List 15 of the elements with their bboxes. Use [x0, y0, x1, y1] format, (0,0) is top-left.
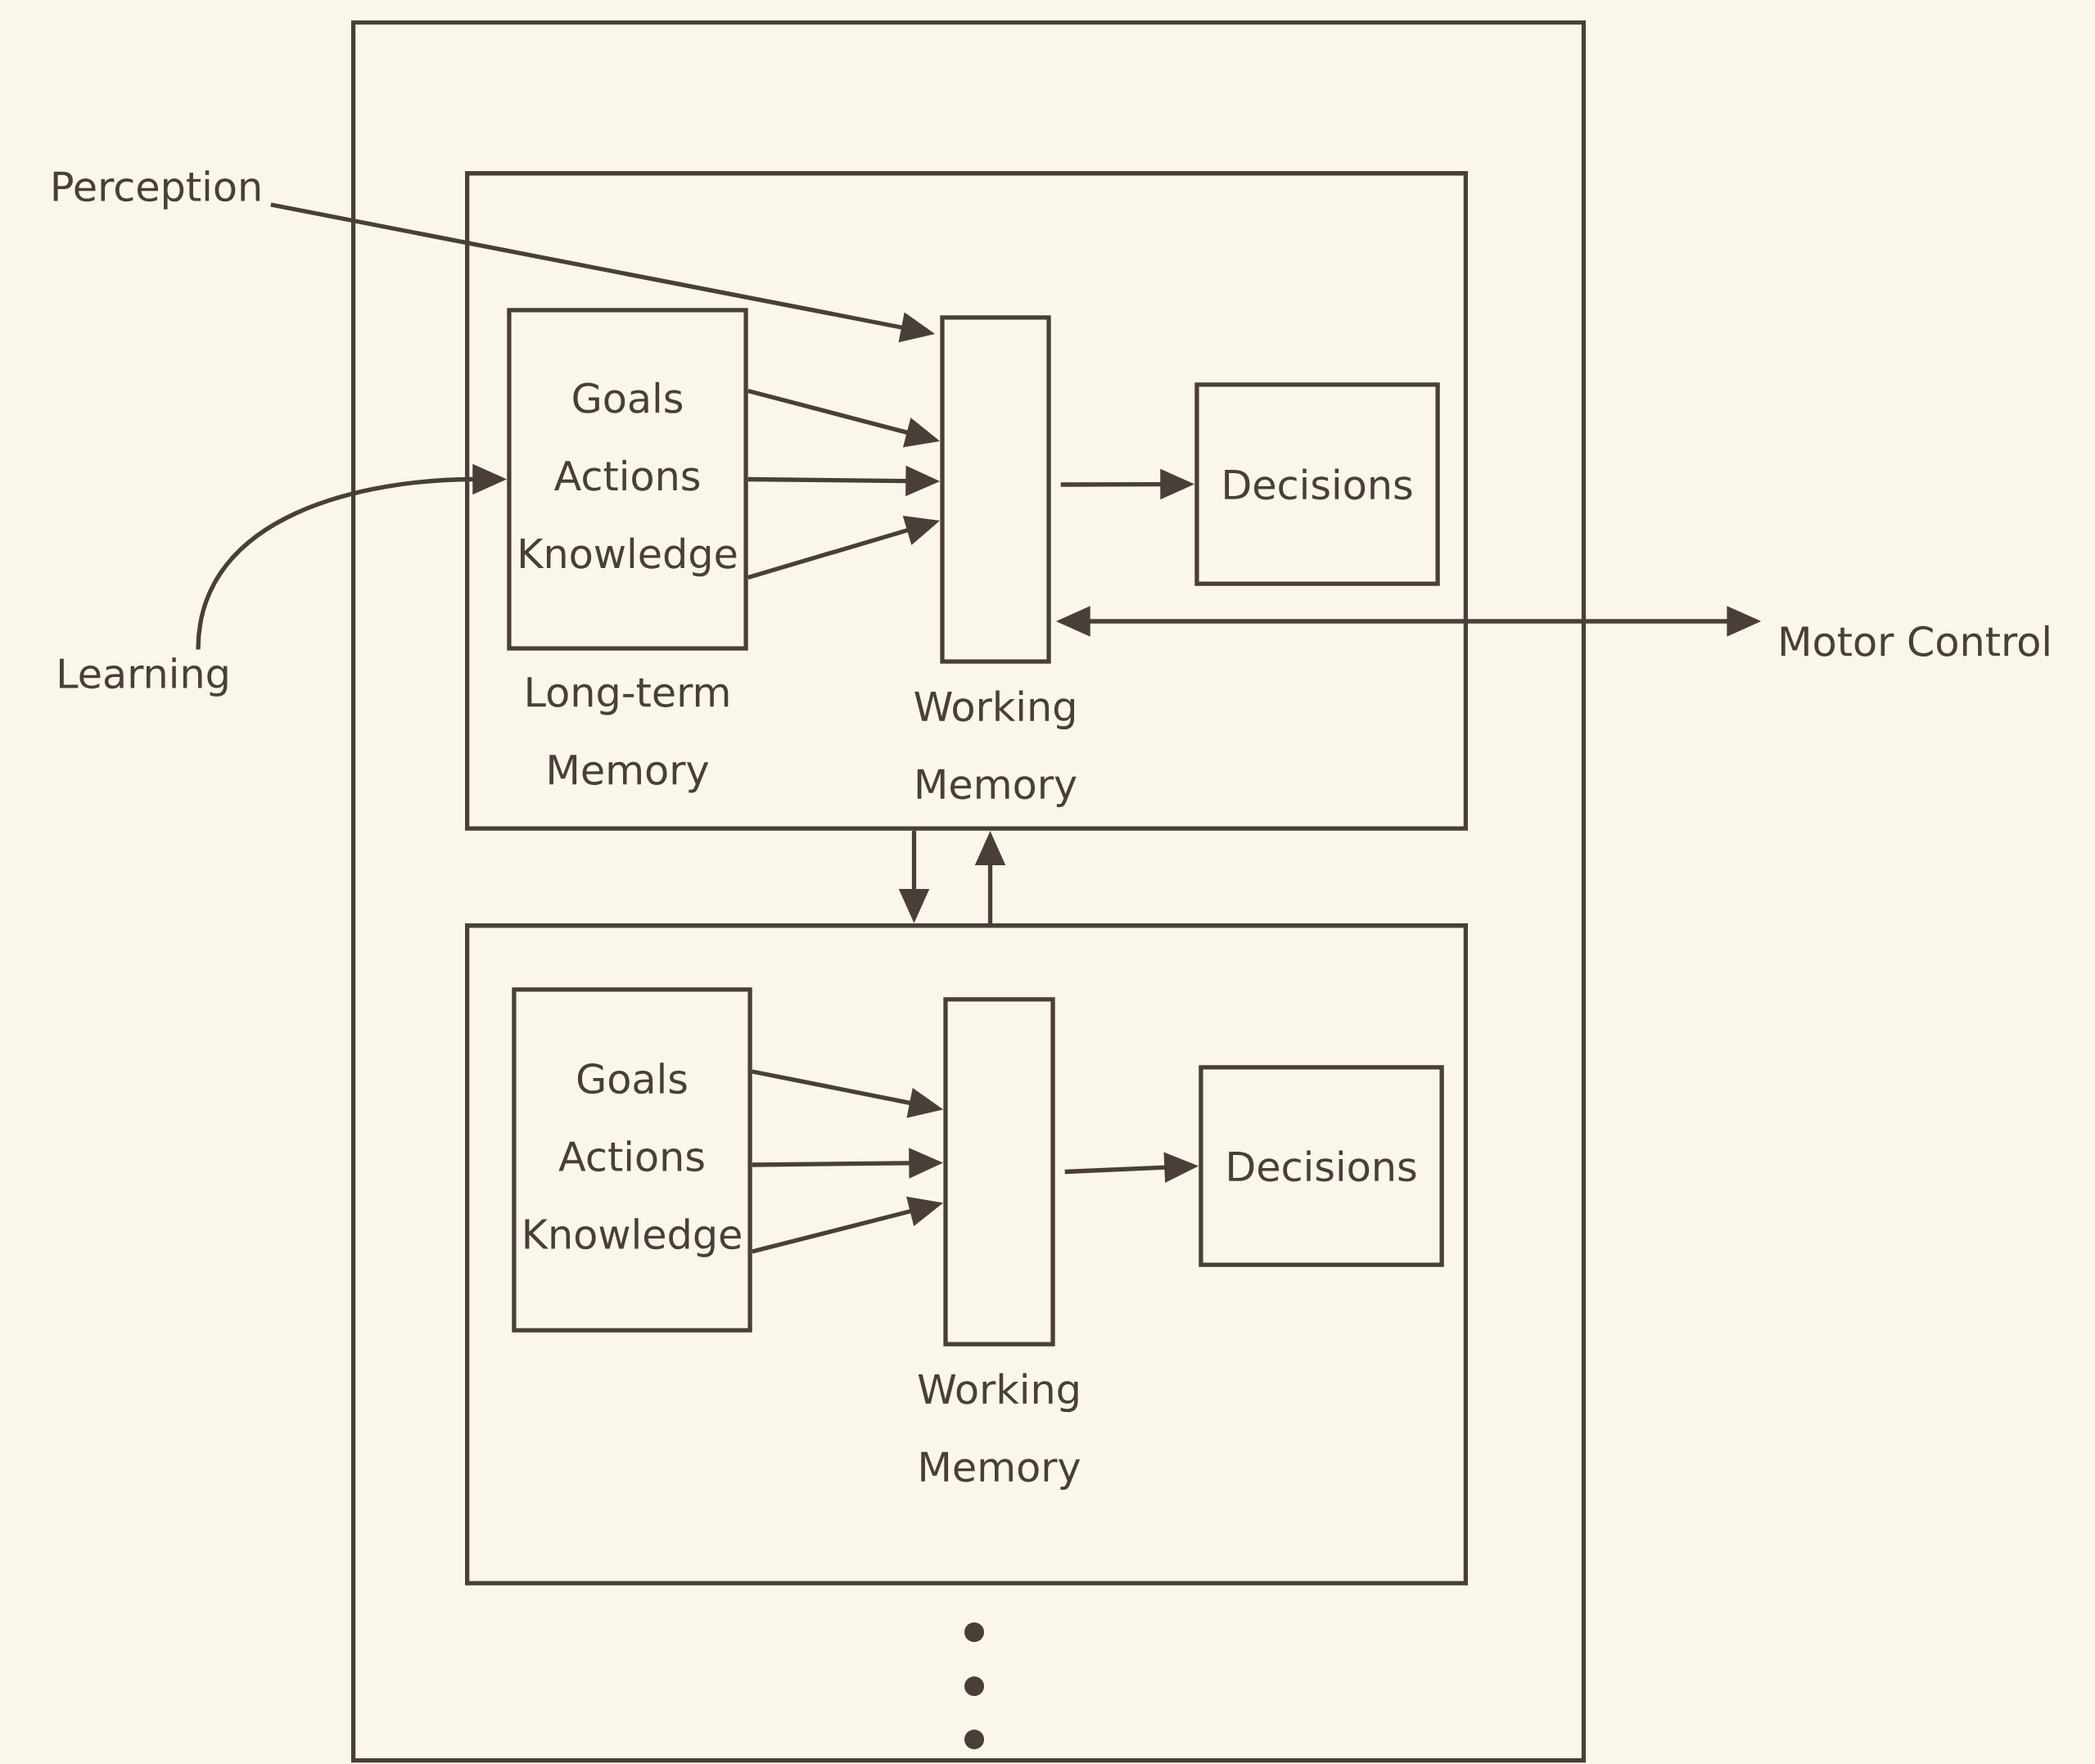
box-label: Long-term Memory	[527, 677, 729, 793]
box-label: Working Memory	[918, 1373, 1081, 1490]
container-box	[465, 923, 1468, 1586]
text-label: Learning	[60, 657, 228, 697]
container-box	[350, 20, 1587, 1763]
memory-box: Goals Actions Knowledge	[512, 987, 752, 1333]
buffer-box	[943, 997, 1055, 1347]
decision-box: Decisions	[1194, 382, 1440, 586]
decision-box: Decisions	[1199, 1065, 1444, 1267]
memory-box: Goals Actions Knowledge	[507, 308, 748, 651]
text-label: Perception	[53, 170, 260, 210]
box-label: Working Memory	[914, 690, 1077, 807]
text-label: Motor Control	[1781, 625, 2049, 657]
container-box	[465, 171, 1468, 831]
buffer-box	[940, 315, 1051, 664]
